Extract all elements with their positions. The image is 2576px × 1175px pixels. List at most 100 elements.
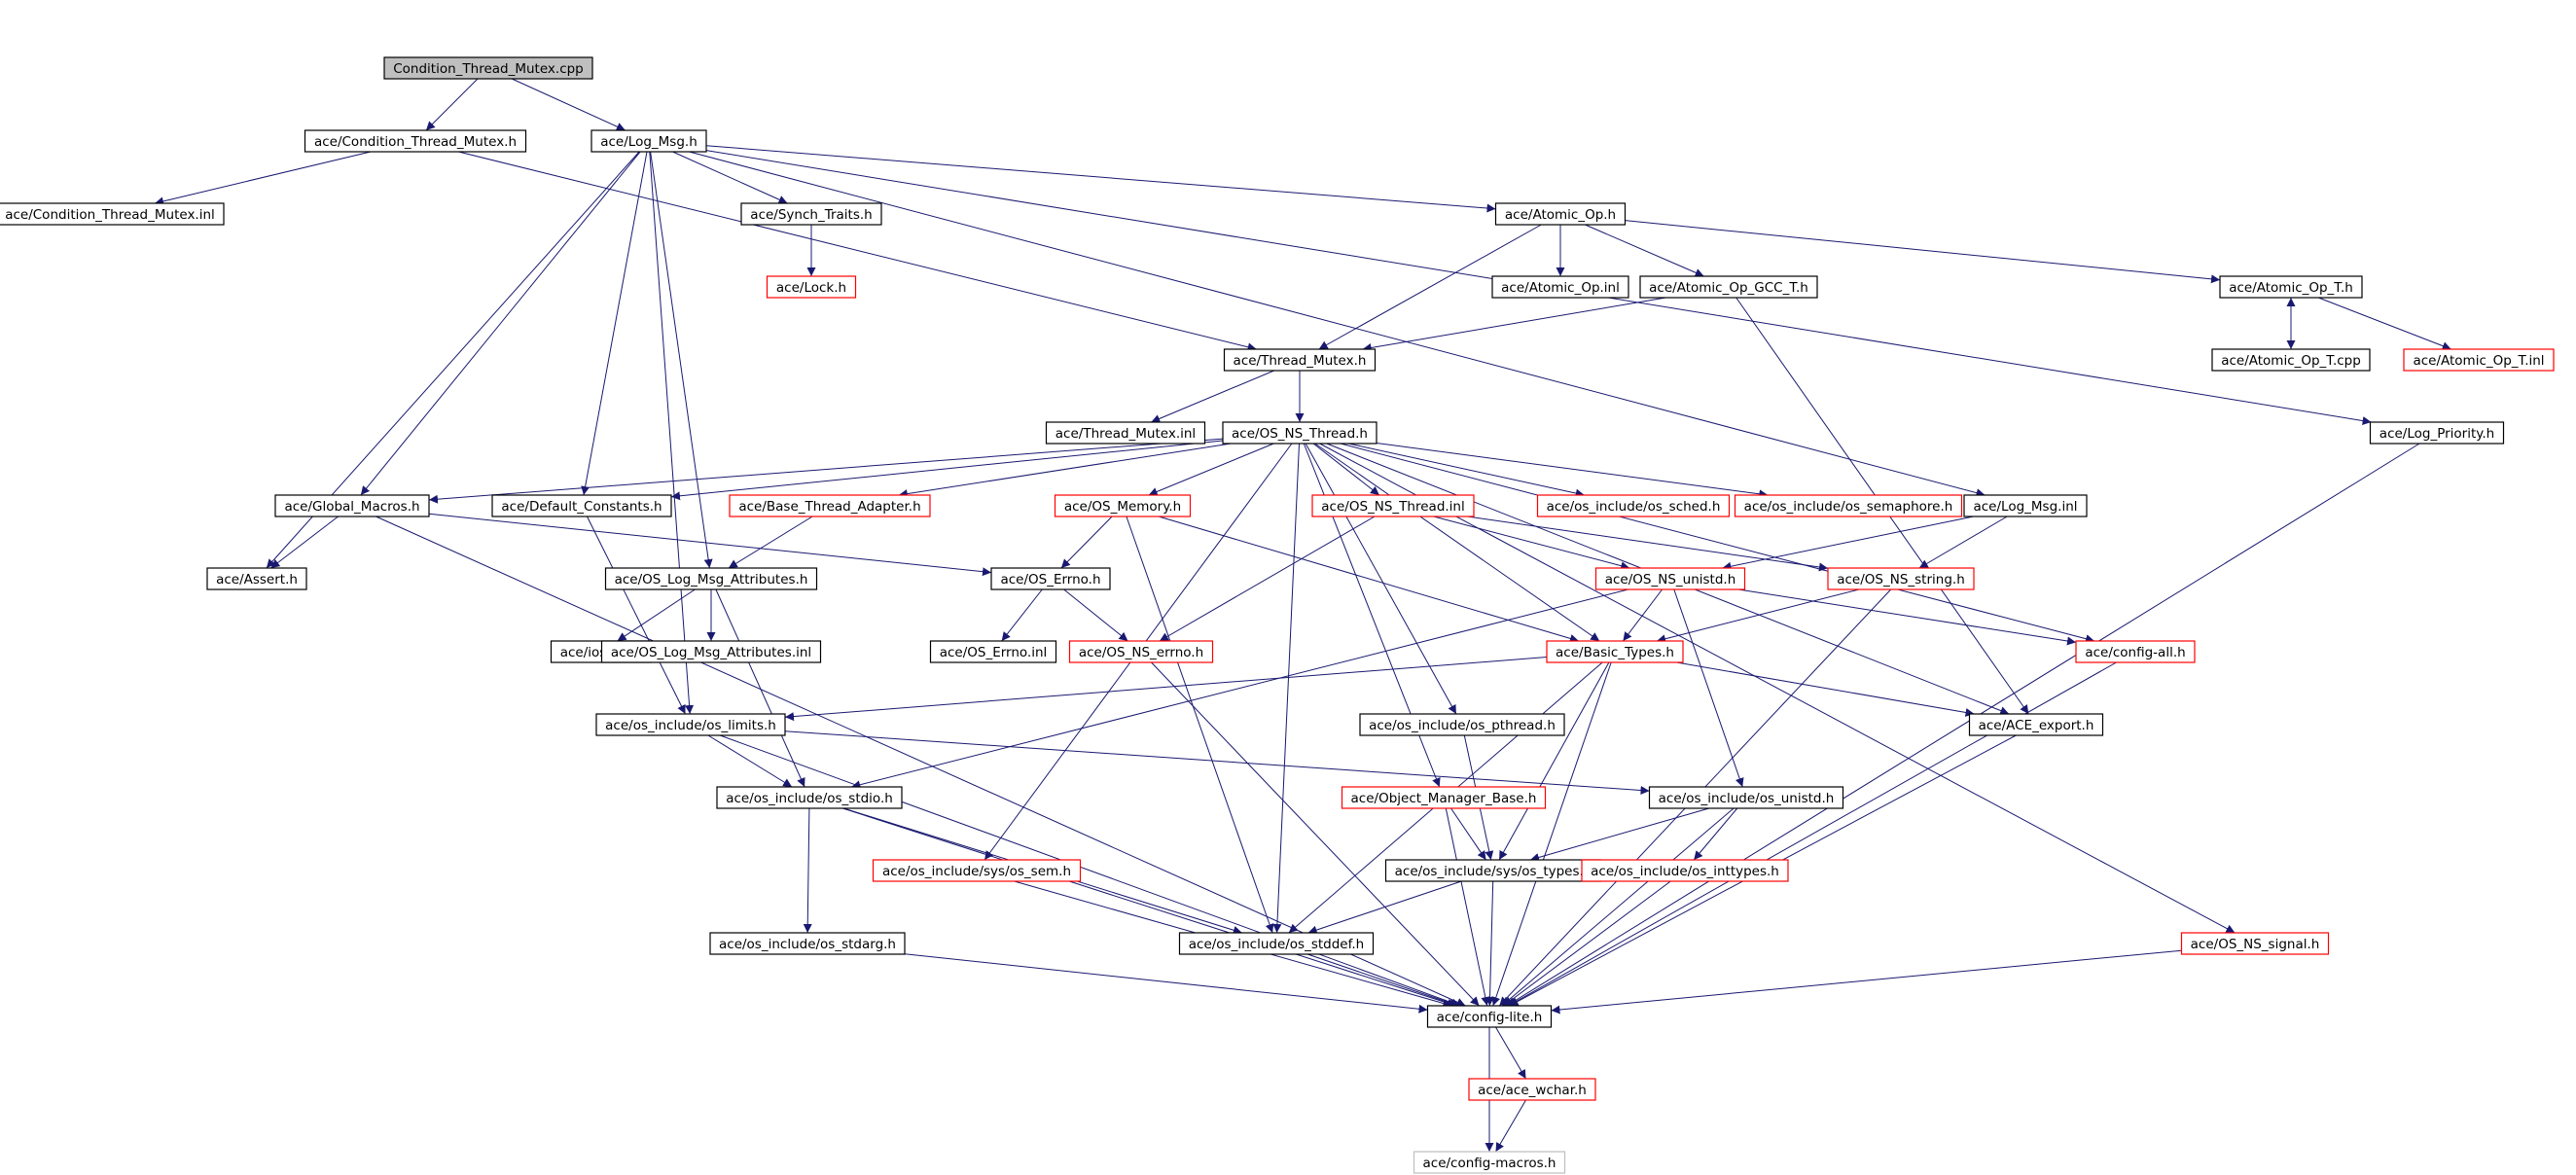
node-ctm-inl[interactable]: ace/Condition_Thread_Mutex.inl [0, 202, 225, 226]
node-default-constants[interactable]: ace/Default_Constants.h [491, 494, 672, 517]
node-box [872, 859, 1082, 882]
edge-atomic-op-t-h-to-atomic-op-t-inl [2318, 297, 2451, 350]
node-atomic-op-inl[interactable]: ace/Atomic_Op.inl [1491, 275, 1629, 299]
node-box [729, 494, 931, 517]
edge-basic-types-to-os-limits [784, 657, 1548, 722]
node-box [740, 202, 882, 226]
node-label: ace/OS_Log_Msg_Attributes.inl [611, 645, 811, 660]
edge-os-stdio-to-config-lite [842, 807, 1456, 1008]
node-logmsg-h[interactable]: ace/Log_Msg.h [590, 129, 707, 153]
node-label: ace/Condition_Thread_Mutex.inl [5, 207, 215, 223]
edge-os-ns-thread-h-to-os-sched [1348, 443, 1585, 498]
node-label: ace/os_include/os_stdio.h [726, 791, 893, 806]
node-label: ace/Object_Manager_Base.h [1351, 791, 1537, 806]
node-box [1648, 786, 1844, 809]
node-atomic-op-t-cpp[interactable]: ace/Atomic_Op_T.cpp [2211, 348, 2371, 372]
node-atomic-op-t-h[interactable]: ace/Atomic_Op_T.h [2219, 275, 2363, 299]
node-box [304, 129, 527, 153]
node-os-log-msg-attr-inl[interactable]: ace/OS_Log_Msg_Attributes.inl [600, 640, 822, 663]
node-box [383, 56, 593, 80]
node-thread-mutex-inl[interactable]: ace/Thread_Mutex.inl [1045, 421, 1206, 445]
node-box [604, 567, 818, 590]
node-label: ace/Atomic_Op.h [1505, 207, 1616, 223]
edge-basic-types-to-os-types [1498, 661, 1610, 861]
node-box [1311, 494, 1475, 517]
node-log-msg-inl[interactable]: ace/Log_Msg.inl [1963, 494, 2088, 517]
node-config-macros[interactable]: ace/config-macros.h [1413, 1151, 1566, 1174]
edge-os-ns-unistd-to-config-all [1738, 588, 2077, 646]
node-os-memory[interactable]: ace/OS_Memory.h [1054, 494, 1192, 517]
edge-os-ns-thread-inl-to-os-ns-string [1467, 516, 1829, 572]
node-os-log-msg-attr[interactable]: ace/OS_Log_Msg_Attributes.h [604, 567, 818, 590]
node-box [1341, 786, 1547, 809]
node-object-manager-base[interactable]: ace/Object_Manager_Base.h [1341, 786, 1547, 809]
edge-os-types-to-config-lite [1485, 880, 1495, 1007]
node-os-semaphore[interactable]: ace/os_include/os_semaphore.h [1734, 494, 1963, 517]
node-box [1045, 421, 1206, 445]
edge-global-macros-to-assert-h [270, 516, 339, 569]
node-os-types[interactable]: ace/os_include/sys/os_types.h [1384, 859, 1602, 882]
node-os-ns-unistd[interactable]: ace/OS_NS_unistd.h [1594, 567, 1746, 590]
edge-os-ns-thread-h-to-basic-types [1314, 443, 1600, 642]
node-os-ns-signal[interactable]: ace/OS_NS_signal.h [2180, 932, 2330, 955]
node-os-ns-thread-h[interactable]: ace/OS_NS_Thread.h [1222, 421, 1377, 445]
node-label: ace/Log_Msg.h [600, 134, 698, 150]
node-label: Condition_Thread_Mutex.cpp [393, 61, 584, 77]
node-label: ace/Log_Msg.inl [1973, 499, 2077, 515]
node-os-ns-errno[interactable]: ace/OS_NS_errno.h [1068, 640, 1214, 663]
node-ace-wchar[interactable]: ace/ace_wchar.h [1468, 1078, 1596, 1101]
node-os-limits[interactable]: ace/os_include/os_limits.h [595, 713, 786, 736]
node-log-priority[interactable]: ace/Log_Priority.h [2369, 421, 2505, 445]
node-label: ace/Global_Macros.h [284, 499, 419, 515]
node-ctm-h[interactable]: ace/Condition_Thread_Mutex.h [304, 129, 527, 153]
edge-thread-mutex-h-to-thread-mutex-inl [1151, 370, 1274, 423]
node-os-stddef[interactable]: ace/os_include/os_stddef.h [1178, 932, 1375, 955]
node-synch-traits[interactable]: ace/Synch_Traits.h [740, 202, 882, 226]
edge-os-stdarg-to-config-lite [904, 953, 1428, 1014]
node-base-thread-adapter[interactable]: ace/Base_Thread_Adapter.h [729, 494, 931, 517]
node-os-errno-inl[interactable]: ace/OS_Errno.inl [929, 640, 1057, 663]
nodes-layer: Condition_Thread_Mutex.cpp ace/Condition_… [0, 56, 2555, 1174]
node-label: ace/OS_Errno.inl [940, 645, 1048, 660]
edge-log-msg-inl-to-os-ns-unistd [1722, 516, 1974, 571]
node-ace-export[interactable]: ace/ACE_export.h [1968, 713, 2104, 736]
node-os-inttypes[interactable]: ace/os_include/os_inttypes.h [1581, 859, 1789, 882]
node-os-stdio[interactable]: ace/os_include/os_stdio.h [716, 786, 903, 809]
edge-object-manager-base-to-os-types [1450, 807, 1486, 861]
node-atomic-op-t-inl[interactable]: ace/Atomic_Op_T.inl [2403, 348, 2555, 372]
edge-os-memory-to-basic-types [1158, 516, 1580, 643]
node-label: ace/Log_Priority.h [2379, 426, 2494, 442]
node-os-sem[interactable]: ace/os_include/sys/os_sem.h [872, 859, 1082, 882]
node-atomic-gcc[interactable]: ace/Atomic_Op_GCC_T.h [1639, 275, 1818, 299]
node-os-errno[interactable]: ace/OS_Errno.h [990, 567, 1111, 590]
node-label: ace/Base_Thread_Adapter.h [738, 499, 920, 515]
node-lock-h[interactable]: ace/Lock.h [766, 275, 857, 299]
node-label: ace/ACE_export.h [1979, 718, 2094, 733]
node-label: ace/OS_Errno.h [1000, 572, 1100, 588]
edge-os-stdio-to-os-stdarg [803, 807, 812, 934]
node-box [595, 713, 786, 736]
node-label: ace/OS_Memory.h [1064, 499, 1181, 515]
edge-os-errno-to-os-ns-errno [1063, 588, 1128, 642]
edge-logmsg-h-to-global-macros [360, 151, 641, 496]
node-thread-mutex-h[interactable]: ace/Thread_Mutex.h [1223, 348, 1377, 372]
node-box [1536, 494, 1731, 517]
node-assert-h[interactable]: ace/Assert.h [206, 567, 307, 590]
node-os-ns-string[interactable]: ace/OS_NS_string.h [1827, 567, 1975, 590]
edge-os-ns-thread-h-to-config-all [1340, 443, 2095, 644]
node-config-all[interactable]: ace/config-all.h [2075, 640, 2196, 663]
node-os-stdarg[interactable]: ace/os_include/os_stdarg.h [709, 932, 906, 955]
node-atomic-op-h[interactable]: ace/Atomic_Op.h [1494, 202, 1627, 226]
node-config-lite[interactable]: ace/config-lite.h [1426, 1005, 1553, 1028]
node-root[interactable]: Condition_Thread_Mutex.cpp [383, 56, 593, 80]
node-os-pthread[interactable]: ace/os_include/os_pthread.h [1359, 713, 1565, 736]
edge-os-ns-thread-h-to-base-thread-adapter [898, 443, 1232, 499]
node-global-macros[interactable]: ace/Global_Macros.h [274, 494, 430, 517]
edge-config-lite-to-ace-wchar [1495, 1026, 1526, 1080]
node-os-ns-thread-inl[interactable]: ace/OS_NS_Thread.inl [1311, 494, 1475, 517]
node-os-unistd[interactable]: ace/os_include/os_unistd.h [1648, 786, 1844, 809]
node-label: ace/os_include/os_pthread.h [1369, 718, 1556, 733]
node-os-sched[interactable]: ace/os_include/os_sched.h [1536, 494, 1731, 517]
edge-default-constants-to-os-limits [587, 516, 686, 715]
node-basic-types[interactable]: ace/Basic_Types.h [1546, 640, 1684, 663]
